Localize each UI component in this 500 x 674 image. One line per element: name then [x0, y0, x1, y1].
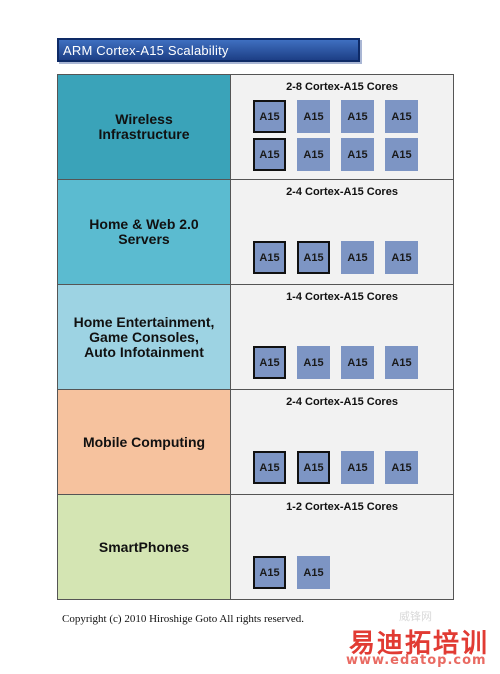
segment-label: Home Entertainment, Game Consoles, Auto …: [57, 285, 231, 389]
segment-label: Wireless Infrastructure: [57, 75, 231, 179]
a15-core-chip: A15: [341, 138, 374, 171]
scalability-table: Wireless Infrastructure 2-8 Cortex-A15 Co…: [57, 74, 454, 600]
a15-core-chip: A15: [297, 556, 330, 589]
a15-core-chip: A15: [297, 138, 330, 171]
a15-core-chip: A15: [253, 100, 286, 133]
a15-core-chip: A15: [253, 241, 286, 274]
title-bar: ARM Cortex-A15 Scalability: [57, 38, 360, 62]
segment-label: Home & Web 2.0 Servers: [57, 180, 231, 284]
core-chips: A15 A15 A15 A15: [253, 451, 429, 484]
watermark-small: 威锋网: [399, 610, 432, 623]
core-count-label: 2-4 Cortex-A15 Cores: [286, 186, 398, 198]
core-count-label: 2-8 Cortex-A15 Cores: [286, 81, 398, 93]
core-count-label: 1-2 Cortex-A15 Cores: [286, 501, 398, 513]
a15-core-chip: A15: [385, 138, 418, 171]
watermark-logo: 易迪拓培训: [349, 629, 490, 659]
a15-core-chip: A15: [253, 346, 286, 379]
watermark-url: www.edatop.com: [346, 653, 487, 668]
a15-core-chip: A15: [385, 451, 418, 484]
a15-core-chip: A15: [297, 451, 330, 484]
a15-core-chip: A15: [385, 100, 418, 133]
a15-core-chip: A15: [341, 241, 374, 274]
core-count-label: 2-4 Cortex-A15 Cores: [286, 396, 398, 408]
a15-core-chip: A15: [385, 241, 418, 274]
core-chips: A15 A15 A15 A15: [253, 241, 429, 274]
a15-core-chip: A15: [253, 556, 286, 589]
core-chips: A15 A15 A15 A15: [253, 346, 429, 379]
core-chips: A15 A15: [253, 556, 429, 589]
copyright-notice: Copyright (c) 2010 Hiroshige Goto All ri…: [62, 613, 304, 625]
segment-label: Mobile Computing: [57, 390, 231, 494]
a15-core-chip: A15: [297, 346, 330, 379]
table-row: Wireless Infrastructure 2-8 Cortex-A15 Co…: [57, 75, 454, 180]
table-row: Home Entertainment, Game Consoles, Auto …: [57, 285, 454, 390]
page-title: ARM Cortex-A15 Scalability: [63, 43, 229, 58]
a15-core-chip: A15: [341, 346, 374, 379]
a15-core-chip: A15: [341, 451, 374, 484]
a15-core-chip: A15: [341, 100, 374, 133]
a15-core-chip: A15: [297, 100, 330, 133]
core-count-label: 1-4 Cortex-A15 Cores: [286, 291, 398, 303]
segment-label: SmartPhones: [57, 495, 231, 599]
a15-core-chip: A15: [297, 241, 330, 274]
a15-core-chip: A15: [253, 451, 286, 484]
a15-core-chip: A15: [385, 346, 418, 379]
a15-core-chip: A15: [253, 138, 286, 171]
